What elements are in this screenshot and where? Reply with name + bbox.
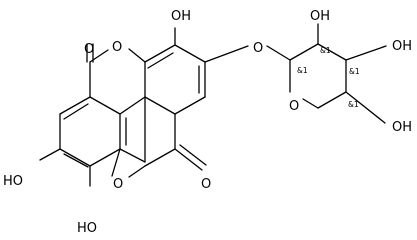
atom-labels: OH O O O OH OH OH O HO HO O O &1 &1 &1 &… [3, 9, 412, 236]
label-ho-left: HO [3, 174, 23, 189]
label-ho-bottom: HO [77, 221, 97, 236]
label-oh-sugar-c4: OH [392, 120, 412, 135]
label-oh-sugar-c2: OH [310, 9, 330, 24]
label-o-carbonyl-bottom: O [201, 177, 211, 192]
stereo-label-c4: &1 [348, 100, 359, 109]
label-o-glycoside: O [253, 41, 263, 56]
bond-lines [39, 23, 387, 187]
label-o-carbonyl-top: O [84, 42, 94, 57]
label-oh-top: OH [171, 9, 191, 24]
stereo-label-c1: &1 [297, 66, 308, 75]
label-o-ring-bottom: O [113, 177, 123, 192]
label-o-sugar-ring: O [289, 99, 299, 114]
stereo-label-c2: &1 [320, 46, 331, 55]
label-oh-sugar-c3: OH [392, 39, 412, 54]
stereo-label-c3: &1 [349, 67, 360, 76]
label-o-ring-top: O [112, 40, 122, 55]
